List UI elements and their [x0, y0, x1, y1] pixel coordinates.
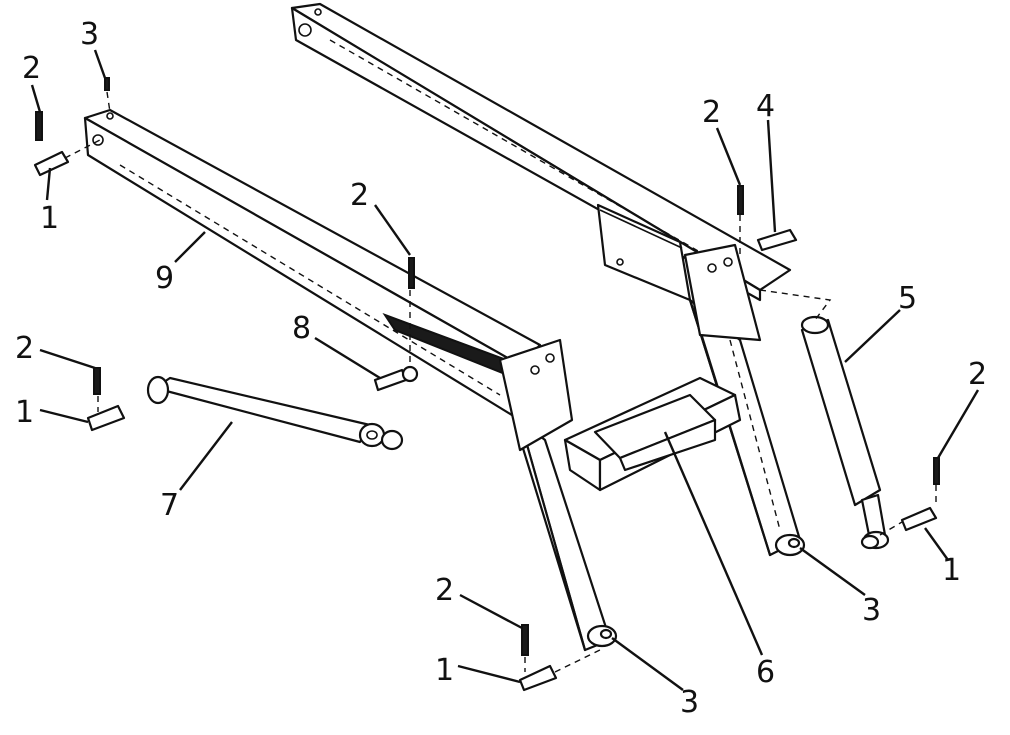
leader-lines	[30, 49, 980, 691]
callout-1-left: 1	[15, 395, 34, 430]
rear-upright-post	[683, 243, 806, 557]
callout-labels: 2 3 1 9 2 8 2 1 7 2 4 5 2 1 3 6 3 2 1	[15, 17, 987, 720]
callout-1-bottom: 1	[435, 653, 454, 688]
rear-loader-arm	[290, 2, 792, 302]
callout-1-right: 1	[942, 553, 961, 588]
hydraulic-cylinder-5	[800, 315, 890, 550]
callout-2-left: 2	[15, 331, 34, 366]
callout-3-right: 3	[862, 593, 881, 628]
callout-2-arm: 2	[350, 178, 369, 213]
cross-tube-6	[563, 376, 742, 492]
callout-7-cylinder: 7	[160, 488, 179, 523]
hydraulic-cylinder-7	[146, 375, 404, 451]
front-loader-arm-9	[83, 108, 542, 422]
callout-5-cylinder: 5	[898, 281, 917, 316]
callout-2-top-right: 2	[702, 95, 721, 130]
callout-2-right: 2	[968, 357, 987, 392]
callout-2-top-left: 2	[22, 51, 41, 86]
callout-6-crosstube: 6	[756, 655, 775, 690]
callout-8-pin: 8	[292, 311, 311, 346]
pins-and-fasteners	[33, 77, 940, 692]
front-upright-post	[498, 338, 618, 652]
callout-9-arm: 9	[155, 261, 174, 296]
callout-3-top-left: 3	[80, 17, 99, 52]
callout-4-pin: 4	[756, 89, 775, 124]
callout-2-bottom: 2	[435, 573, 454, 608]
callout-1-top-left: 1	[40, 201, 59, 236]
callout-3-bottom: 3	[680, 685, 699, 720]
